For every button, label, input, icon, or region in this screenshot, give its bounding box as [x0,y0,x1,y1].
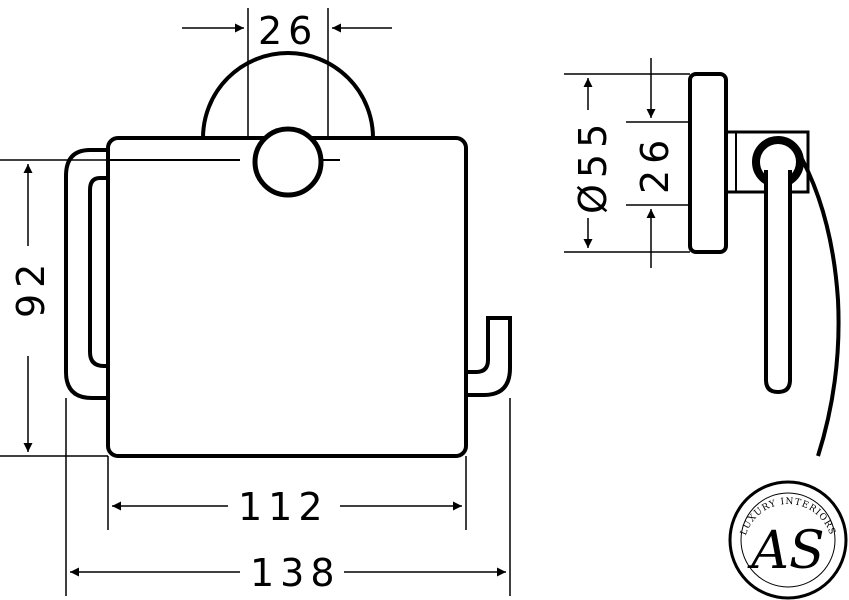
vertical-rod [764,170,792,395]
wall-rose [201,51,375,139]
roll-hook-right [466,316,512,397]
logo-monogram: AS [747,521,824,581]
dim-inner-width: 112 [238,485,329,529]
side-view [688,72,841,457]
wall-plate [688,72,728,254]
dim-outer-width: 138 [250,551,341,595]
side-dimensions [564,58,690,268]
hub-circle [252,126,324,198]
dim-height: 92 [9,258,53,318]
holder-arm-left [64,148,108,400]
brand-logo: LUXURY INTERIORS AS [728,480,848,600]
dim-diameter: Ø55 [571,118,615,214]
dim-top-width: 26 [258,9,318,53]
curved-cover [794,146,841,457]
front-view [64,51,512,458]
front-dimensions [0,8,511,596]
dim-side-rose: 26 [633,134,677,194]
